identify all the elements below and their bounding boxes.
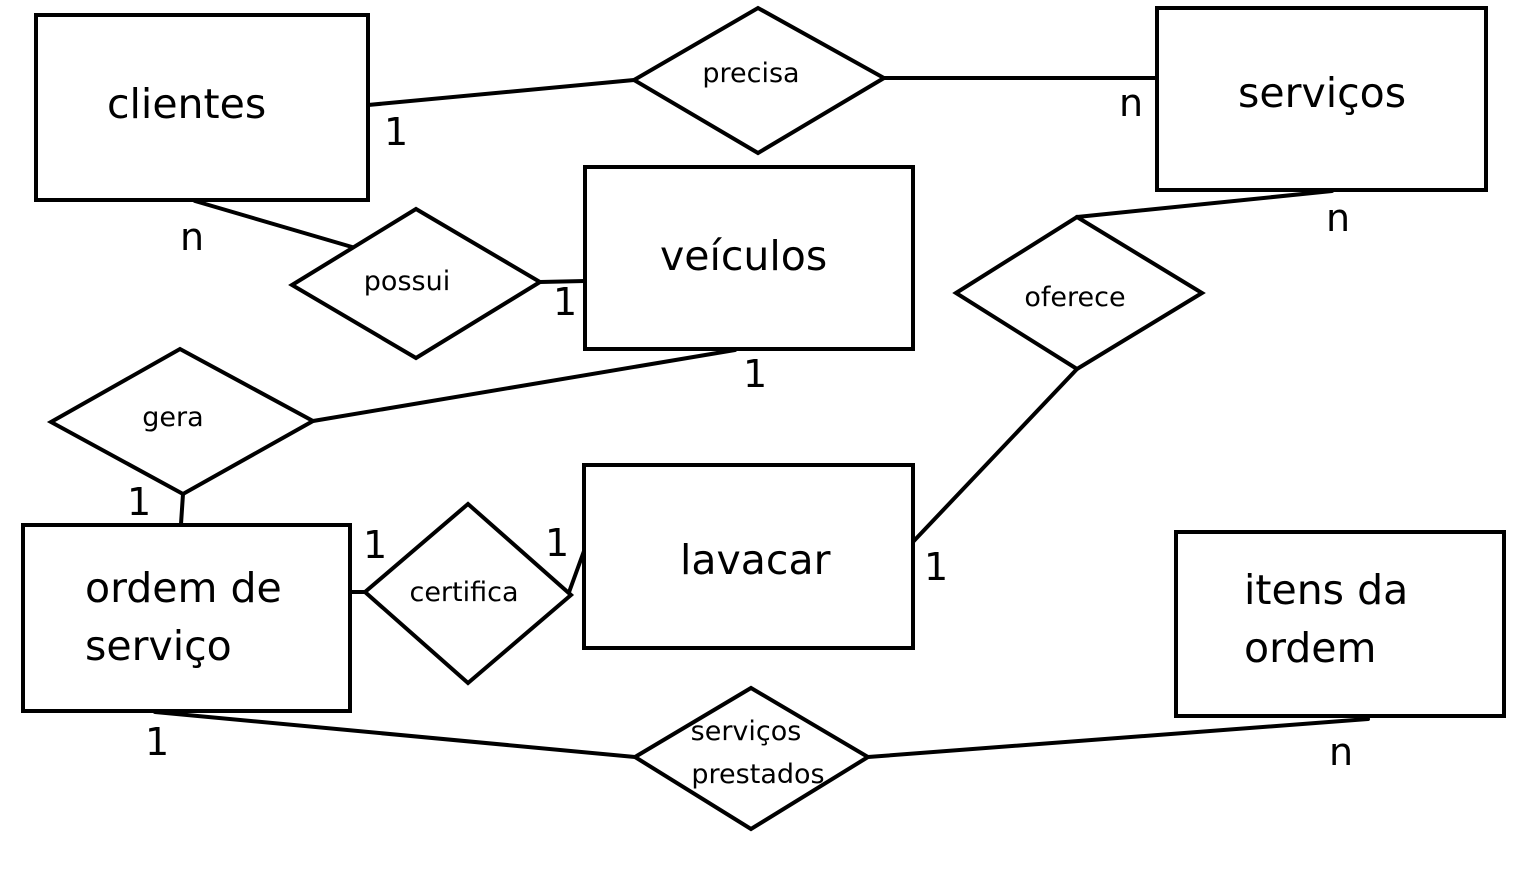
relationship-precisa: precisa xyxy=(630,5,889,156)
entity-veiculos-label: veículos xyxy=(660,232,827,280)
relationship-servicos-prestados: serviços prestados xyxy=(631,685,872,832)
entity-itens-da-ordem: itens da ordem xyxy=(1174,530,1506,718)
entity-itens-label-line1: itens da xyxy=(1244,566,1408,614)
entity-ordem-de-servico: ordem de serviço xyxy=(21,523,352,713)
card-itens-prestados: n xyxy=(1329,730,1353,774)
entity-lavacar-label: lavacar xyxy=(680,536,831,584)
line-ordem-prestados xyxy=(153,710,637,759)
relationship-gera: gera xyxy=(46,346,318,497)
relationship-possui: possui xyxy=(288,206,544,361)
relationship-certifica-label: certifica xyxy=(409,577,518,608)
relationship-possui-label: possui xyxy=(364,266,450,297)
card-lavacar-oferece: 1 xyxy=(924,545,948,589)
entity-clientes-label: clientes xyxy=(107,80,266,128)
line-possui-veiculos xyxy=(538,279,587,284)
card-ordem-certifica: 1 xyxy=(363,523,387,567)
line-veiculos-gera xyxy=(311,348,737,423)
relationship-oferece: oferece xyxy=(952,214,1206,372)
card-veiculos-gera: 1 xyxy=(743,352,767,396)
entity-itens-label-line2: ordem xyxy=(1244,624,1376,672)
card-lavacar-certifica: 1 xyxy=(545,521,569,565)
card-ordem-gera: 1 xyxy=(127,480,151,524)
entity-lavacar: lavacar xyxy=(582,463,915,650)
line-gera-ordem xyxy=(179,492,185,526)
line-oferece-lavacar xyxy=(908,367,1079,547)
relationship-prestados-label-line1: serviços xyxy=(691,716,802,747)
cardinality-labels: 1 n n 1 n 1 1 1 1 1 1 n xyxy=(127,81,1353,774)
line-clientes-possui xyxy=(193,199,354,249)
card-ordem-prestados: 1 xyxy=(145,720,169,764)
entity-servicos-label: serviços xyxy=(1238,69,1406,117)
relationship-gera-label: gera xyxy=(142,402,203,433)
entity-clientes: clientes xyxy=(34,13,370,202)
relationship-certifica: certifica xyxy=(361,501,575,686)
line-clientes-precisa xyxy=(366,78,636,107)
entity-veiculos: veículos xyxy=(583,165,915,351)
relationship-prestados-label-line2: prestados xyxy=(691,759,824,790)
relationship-precisa-label: precisa xyxy=(702,58,799,89)
card-clientes-precisa: 1 xyxy=(384,110,408,154)
entity-servicos: serviços xyxy=(1155,6,1488,192)
entity-ordem-label-line1: ordem de xyxy=(85,564,282,612)
entity-ordem-label-line2: serviço xyxy=(85,622,232,670)
line-certifica-lavacar xyxy=(566,549,586,597)
relationship-oferece-label: oferece xyxy=(1024,282,1125,313)
line-servicos-oferece xyxy=(1075,189,1334,219)
card-servicos-oferece: n xyxy=(1326,196,1350,240)
card-veiculos-possui: 1 xyxy=(553,280,577,324)
line-prestados-itens xyxy=(866,717,1370,759)
connectors xyxy=(153,76,1370,759)
card-servicos-precisa: n xyxy=(1119,81,1143,125)
card-clientes-possui: n xyxy=(180,215,204,259)
